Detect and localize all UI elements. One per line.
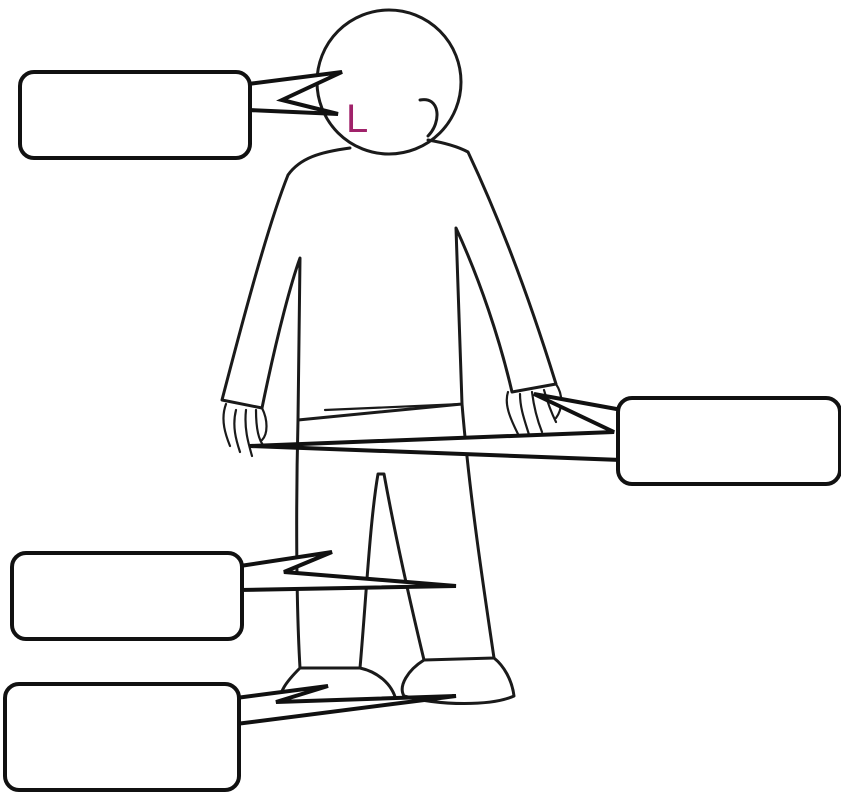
label-box-mouth[interactable]	[20, 72, 342, 158]
label-box-feet[interactable]	[5, 684, 456, 790]
label-box[interactable]	[20, 72, 250, 158]
ear	[420, 100, 437, 136]
person-figure: L	[222, 10, 561, 709]
label-box-legs[interactable]	[12, 552, 456, 639]
label-box-hands[interactable]	[250, 394, 840, 484]
label-box[interactable]	[12, 553, 242, 639]
label-box[interactable]	[5, 684, 239, 790]
torso-arms-outline	[222, 140, 556, 420]
handwritten-letter-mark: L	[346, 97, 368, 141]
callout-pointer	[250, 394, 622, 460]
callout-pointer	[248, 72, 342, 114]
callout-pointer	[236, 686, 456, 724]
label-box[interactable]	[618, 398, 840, 484]
head	[317, 10, 461, 154]
callout-pointer	[240, 552, 456, 590]
